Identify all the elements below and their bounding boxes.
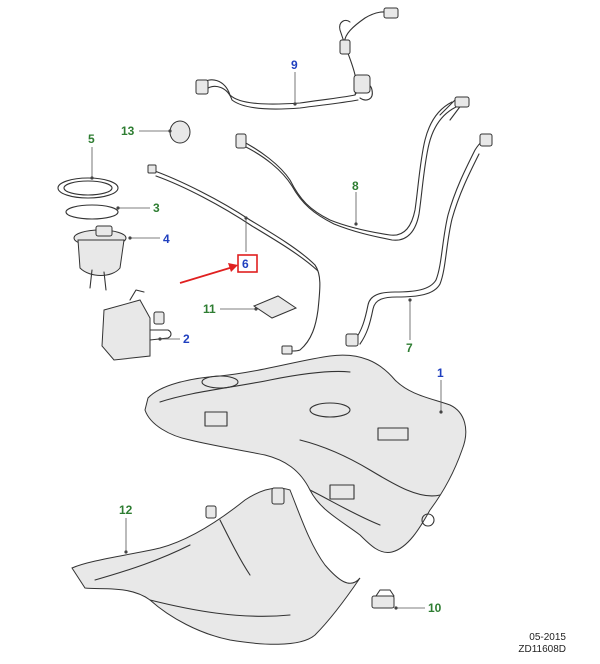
wiring-harness-part-9 [195, 7, 399, 110]
fuel-line-part-7 [345, 133, 493, 347]
callout-8: 8 [352, 179, 359, 193]
callout-1: 1 [437, 366, 444, 380]
o-ring-part-3 [65, 204, 119, 220]
callout-5: 5 [88, 132, 95, 146]
pump-module-part-2 [101, 289, 172, 361]
leader-lines [90, 72, 443, 610]
callout-3: 3 [153, 201, 160, 215]
heat-shield-part-12 [71, 487, 361, 645]
callout-6: 6 [242, 257, 249, 271]
highlight-box [237, 254, 258, 273]
callout-4: 4 [163, 232, 170, 246]
callout-11: 11 [203, 302, 216, 316]
drawing-date: 05-2015 [529, 632, 566, 643]
seal-ring-part-5 [57, 177, 119, 199]
callout-10: 10 [428, 601, 442, 615]
callout-9: 9 [291, 58, 298, 72]
drawing-footer: 05-2015 ZD11608D [518, 632, 566, 656]
cap-part-13 [169, 120, 191, 144]
callout-13: 13 [121, 124, 135, 138]
fuel-tank-part-1 [144, 354, 467, 554]
callout-labels: 9 8 7 6 13 5 3 4 2 11 1 12 10 [88, 58, 444, 615]
highlight-marker [179, 254, 258, 284]
pump-assembly-part-4 [73, 225, 127, 291]
pad-part-11 [252, 295, 298, 319]
fuel-line-part-6 [147, 164, 321, 355]
clip-part-10 [371, 589, 395, 609]
callout-2: 2 [183, 332, 190, 346]
highlight-arrow-line [179, 266, 234, 284]
fuel-line-part-8 [235, 96, 470, 241]
highlight-arrow-head [228, 263, 238, 272]
callout-7: 7 [406, 341, 413, 355]
drawing-code: ZD11608D [518, 644, 566, 655]
callout-12: 12 [119, 503, 133, 517]
